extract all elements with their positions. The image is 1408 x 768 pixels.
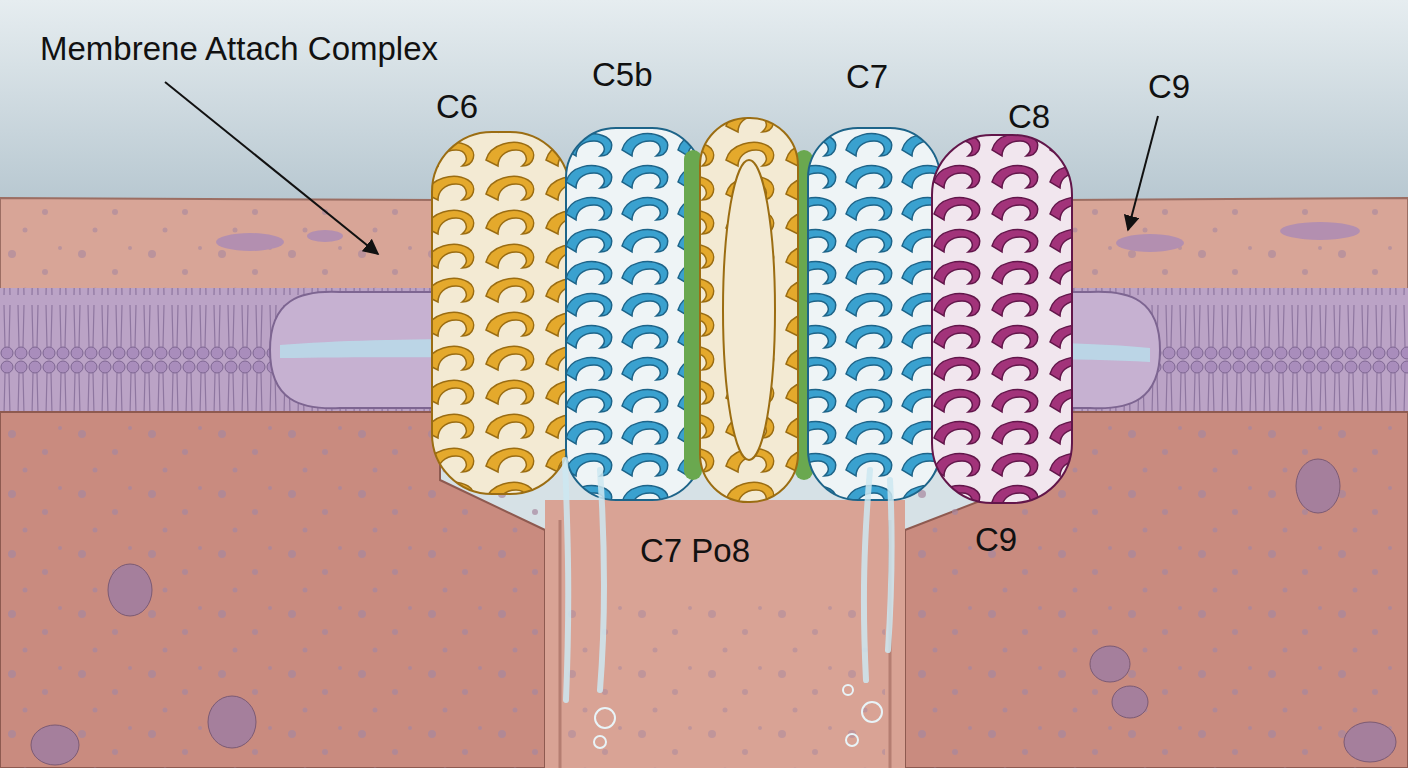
label-text: Membrene Attach Complex: [40, 30, 438, 67]
part-label: C6: [436, 88, 478, 126]
leader-line: [1128, 116, 1158, 230]
outer-layer: [1060, 198, 1408, 292]
label-text: C7: [846, 58, 888, 95]
pore-channel: [545, 500, 905, 768]
outer-layer: [0, 198, 440, 292]
c5b-protein: [566, 128, 702, 500]
water-drip: [565, 460, 892, 700]
label-text: C5b: [592, 56, 653, 93]
part-label: C7 Po8: [640, 532, 750, 570]
part-label: C5b: [592, 56, 653, 94]
c6-protein: [432, 132, 570, 494]
water-drop: [843, 685, 853, 695]
channel-wall: [560, 520, 890, 768]
vesicle: [1280, 222, 1360, 240]
tissue-dots: [0, 200, 440, 292]
part-label: C9: [975, 521, 1017, 559]
channel-dots: [565, 600, 885, 768]
organelle: [1344, 722, 1396, 762]
water-drop: [862, 702, 882, 722]
part-label: C7: [846, 58, 888, 96]
organelle: [31, 725, 79, 765]
vesicle: [1116, 234, 1184, 252]
organelle: [1112, 686, 1148, 718]
c9-protein: [932, 135, 1072, 503]
vesicle: [307, 230, 343, 242]
tissue-dots: [1060, 200, 1408, 292]
leader-line: [165, 82, 378, 254]
organelle: [1296, 459, 1340, 513]
c8-lumen: [723, 160, 775, 460]
label-text: C7 Po8: [640, 532, 750, 569]
organelle: [208, 696, 256, 748]
water-drop: [595, 708, 615, 728]
water-drop: [846, 734, 858, 746]
label-text: C8: [1008, 98, 1050, 135]
vesicle: [216, 233, 284, 251]
organelle: [108, 564, 152, 616]
part-label: C9: [1148, 68, 1190, 106]
label-text: C9: [1148, 68, 1190, 105]
organelle: [1090, 646, 1130, 682]
label-text: C6: [436, 88, 478, 125]
part-label: C8: [1008, 98, 1050, 136]
part-label: Membrene Attach Complex: [40, 30, 438, 68]
c8-protein: [700, 118, 798, 502]
label-text: C9: [975, 521, 1017, 558]
water-drop: [594, 736, 606, 748]
c7-protein: [808, 128, 940, 500]
